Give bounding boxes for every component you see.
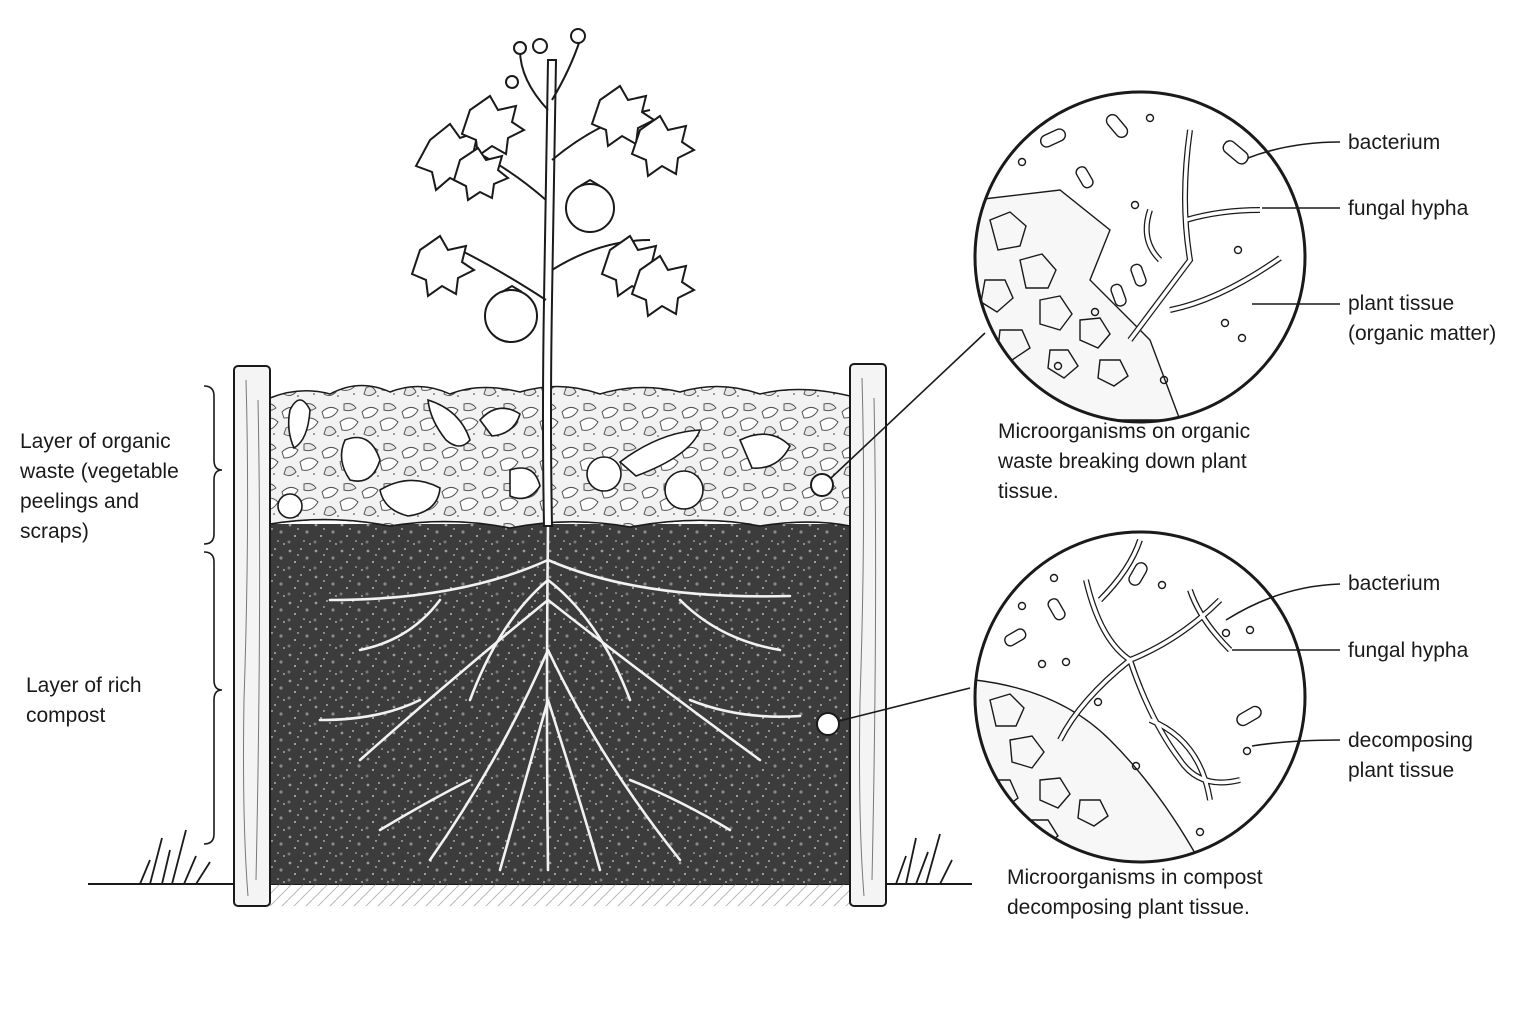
caption-bottom-inset: Microorganisms in compost decomposing pl… (1007, 863, 1263, 923)
wooden-post-left (233, 365, 271, 907)
label-decomposing-tissue-bottom: decomposing plant tissue (1348, 726, 1473, 786)
vegetable-scraps (277, 398, 791, 519)
inset-top-magnified-view (973, 90, 1307, 424)
label-line: fungal hypha (1348, 639, 1469, 662)
bracket-compost (203, 551, 223, 845)
label-plant-tissue-top: plant tissue (organic matter) (1348, 289, 1496, 349)
label-line: Layer of rich (26, 674, 142, 697)
inset-bottom-magnified-view (973, 530, 1307, 864)
grass-left (139, 829, 211, 885)
callout-marker-compost (816, 712, 840, 736)
label-line: bacterium (1348, 131, 1441, 154)
label-line: peelings and (20, 490, 140, 513)
tomato-plant (410, 28, 696, 527)
caption-line: decomposing plant tissue. (1007, 896, 1250, 919)
caption-line: Microorganisms in compost (1007, 866, 1263, 889)
tomato-fruit (565, 183, 615, 233)
caption-line: Microorganisms on organic (998, 420, 1251, 443)
caption-line: waste breaking down plant (998, 450, 1247, 473)
tomato-fruit (484, 289, 538, 343)
label-line: plant tissue (1348, 759, 1455, 782)
label-line: waste (vegetable (20, 460, 179, 483)
label-fungal-hypha-bottom: fungal hypha (1348, 636, 1468, 666)
caption-line: tissue. (998, 480, 1059, 503)
plant-roots (318, 524, 802, 872)
label-bacterium-top: bacterium (1348, 128, 1440, 158)
label-line: compost (26, 704, 106, 727)
callout-marker-waste (810, 473, 834, 497)
label-leader-lines (1225, 141, 1341, 747)
label-fungal-hypha-top: fungal hypha (1348, 194, 1468, 224)
label-line: plant tissue (1348, 292, 1455, 315)
label-line: fungal hypha (1348, 197, 1469, 220)
label-line: (organic matter) (1348, 322, 1497, 345)
wooden-post-right (849, 363, 887, 907)
caption-top-inset: Microorganisms on organic waste breaking… (998, 417, 1250, 507)
label-compost-layer: Layer of rich compost (26, 671, 142, 731)
bracket-organic-waste (203, 385, 223, 545)
label-bacterium-bottom: bacterium (1348, 569, 1440, 599)
label-organic-waste-layer: Layer of organic waste (vegetable peelin… (20, 427, 179, 547)
grass-right (895, 833, 953, 885)
compost-layer (270, 524, 850, 884)
label-line: scraps) (20, 520, 89, 543)
label-line: Layer of organic (20, 430, 171, 453)
label-line: decomposing (1348, 729, 1473, 752)
label-line: bacterium (1348, 572, 1441, 595)
